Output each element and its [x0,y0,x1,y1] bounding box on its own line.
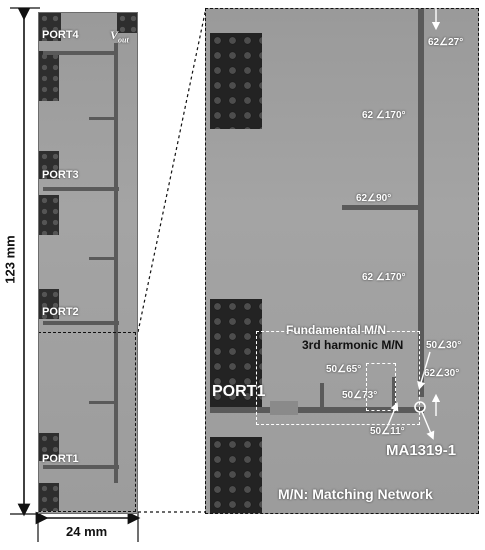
line-62-27: 62∠27° [428,37,464,48]
zoomed-board-photo [205,8,479,514]
width-dimension-label: 24 mm [66,524,108,539]
line-50-65: 50∠65° [326,364,362,375]
line-50-30: 50∠30° [426,340,462,351]
legend-matching-network: M/N: Matching Network [278,486,433,502]
port1-label-small: PORT1 [42,453,79,465]
line-62-90: 62∠90° [356,193,392,204]
device-label: MA1319-1 [386,442,457,459]
port3-label: PORT3 [42,169,79,181]
port1-label-large: PORT1 [212,383,266,400]
line-62-30: 62∠30° [424,368,460,379]
vout-label: Vout [110,28,129,45]
port4-label: PORT4 [42,29,79,41]
line-50-73: 50∠73° [342,390,378,401]
line-62-170-lower: 62 ∠170° [362,272,406,283]
port2-label: PORT2 [42,306,79,318]
third-harmonic-mn-label: 3rd harmonic M/N [302,338,404,352]
line-62-170-upper: 62 ∠170° [362,110,406,121]
full-board-photo [38,12,138,514]
fundamental-mn-label: Fundamental M/N [286,323,387,337]
line-50-11: 50∠11° [370,426,405,437]
